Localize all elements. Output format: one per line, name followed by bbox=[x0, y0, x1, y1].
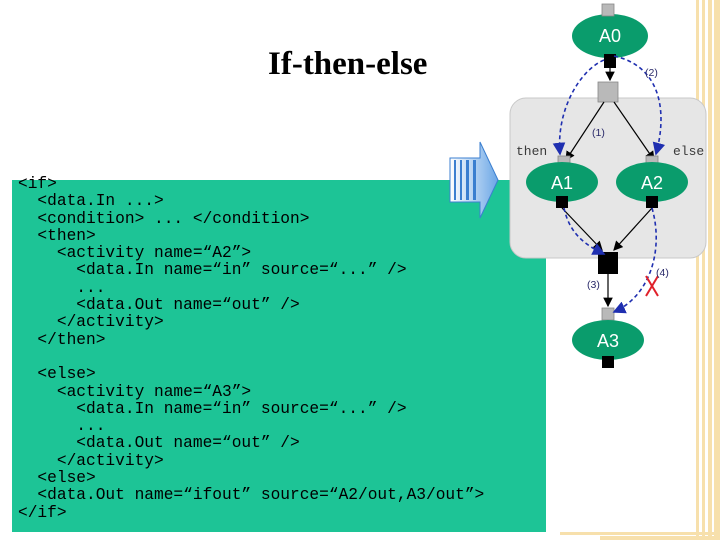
if-output-port bbox=[598, 252, 618, 274]
code-line: <activity name=“A2”> bbox=[18, 244, 252, 263]
annotation-1: (1) bbox=[592, 127, 605, 139]
code-line: <data.Out name=“out” /> bbox=[18, 434, 300, 453]
a0-output-port bbox=[604, 54, 616, 68]
code-line: </activity> bbox=[18, 451, 164, 470]
code-line: <data.In name=“in” source=“...” /> bbox=[18, 261, 407, 280]
code-panel bbox=[12, 180, 546, 532]
else-branch-label: else bbox=[673, 144, 704, 159]
code-line: <else> bbox=[18, 365, 96, 384]
node-a3 bbox=[572, 320, 644, 360]
code-line: <else> bbox=[18, 469, 96, 488]
code-line: ... bbox=[18, 278, 106, 297]
code-line: <data.In name=“in” source=“...” /> bbox=[18, 399, 407, 418]
code-line: ... bbox=[18, 417, 106, 436]
annotation-4: (4) bbox=[656, 267, 669, 279]
xml-code-listing: <if> <data.In ...> <condition> ... </con… bbox=[18, 175, 485, 522]
slide-title: If-then-else bbox=[268, 46, 428, 82]
code-line: <data.In ...> bbox=[18, 192, 164, 211]
transition-arrow-icon bbox=[449, 141, 499, 219]
annotation-3: (3) bbox=[587, 279, 600, 291]
code-line: <data.Out name=“ifout” source=“A2/out,A3… bbox=[18, 486, 485, 505]
annotation-2: (2) bbox=[645, 67, 658, 79]
node-a3-label: A3 bbox=[597, 331, 619, 351]
a0-input-port bbox=[601, 3, 615, 17]
code-line: <condition> ... </condition> bbox=[18, 209, 310, 228]
node-a0 bbox=[572, 14, 648, 58]
code-line: <then> bbox=[18, 226, 96, 245]
then-branch-label: then bbox=[516, 144, 547, 159]
if-input-port bbox=[597, 81, 619, 103]
code-line: </if> bbox=[18, 503, 67, 522]
code-line: <if> bbox=[18, 175, 57, 193]
node-a0-label: A0 bbox=[599, 26, 621, 46]
code-line: </then> bbox=[18, 330, 106, 349]
node-a1-label: A1 bbox=[551, 173, 573, 193]
node-a2-label: A2 bbox=[641, 173, 663, 193]
node-a2 bbox=[616, 162, 688, 202]
code-line: </activity> bbox=[18, 313, 164, 332]
node-a1 bbox=[526, 162, 598, 202]
code-line: <activity name=“A3”> bbox=[18, 382, 252, 401]
code-line: <data.Out name=“out” /> bbox=[18, 296, 300, 315]
cross-mark-icon bbox=[645, 275, 659, 297]
